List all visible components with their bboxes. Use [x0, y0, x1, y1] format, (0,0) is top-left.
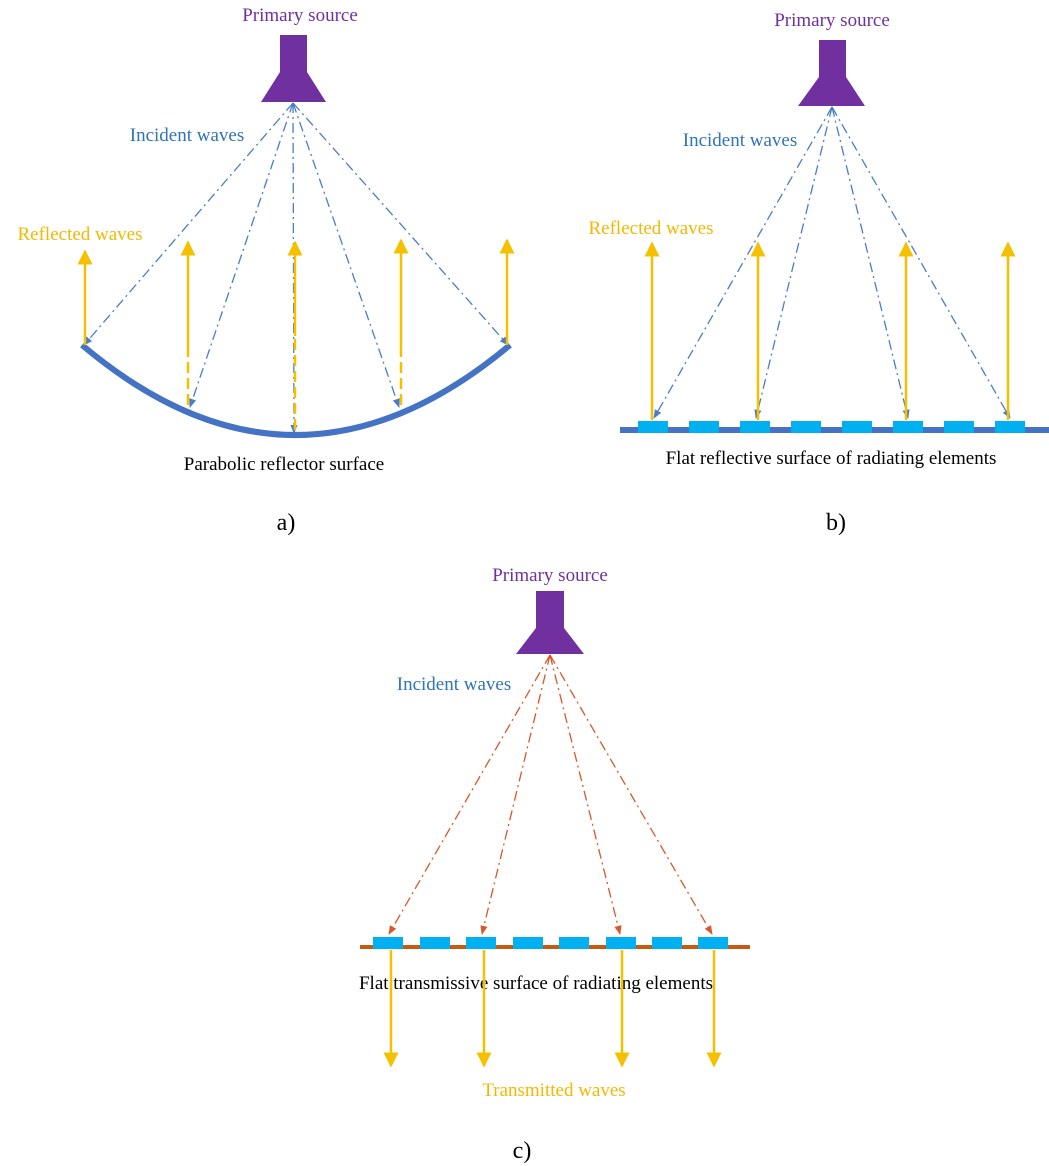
reflected-waves-label-a: Reflected waves [17, 224, 142, 245]
panel-c: Primary source Incident waves Flat trans… [359, 565, 750, 1164]
radiating-element [698, 937, 728, 949]
radiating-element [652, 937, 682, 949]
incident-wave-arrow [549, 654, 622, 935]
incident-wave-arrow [292, 102, 509, 346]
panel-a: Primary source Incident waves Reflected … [17, 5, 515, 536]
reflector-surface-label: Parabolic reflector surface [184, 454, 384, 475]
incident-wave-arrow [292, 102, 400, 408]
reflected-waves-b [644, 241, 1016, 420]
radiating-element [791, 421, 821, 433]
primary-source-label-c: Primary source [492, 565, 608, 586]
caption-a: a) [277, 510, 296, 536]
radiating-element [466, 937, 496, 949]
primary-source-label-b: Primary source [774, 10, 890, 31]
incident-waves-c [388, 654, 713, 935]
radiating-element [689, 421, 719, 433]
incident-wave-arrow [83, 102, 294, 346]
incident-waves-a [83, 102, 509, 434]
caption-c: c) [513, 1138, 532, 1164]
radiating-element [842, 421, 872, 433]
incident-waves-label-c: Incident waves [397, 674, 511, 695]
reflective-surface-label: Flat reflective surface of radiating ele… [666, 448, 997, 469]
radiating-element [559, 937, 589, 949]
reflected-waves-a [77, 238, 515, 430]
incident-wave-arrow [549, 654, 713, 935]
radiating-element [944, 421, 974, 433]
ground-plane-b [620, 427, 1049, 433]
radiating-element [420, 937, 450, 949]
horn-antenna-icon-a [261, 35, 326, 102]
radiating-element [995, 421, 1025, 433]
incident-wave-arrow [831, 106, 1011, 419]
radiating-element [373, 937, 403, 949]
incident-wave-arrow [388, 654, 551, 935]
transmissive-surface-label: Flat transmissive surface of radiating e… [359, 973, 713, 994]
horn-antenna-icon-b [798, 40, 865, 106]
incident-wave-arrow [831, 106, 910, 419]
primary-source-label-a: Primary source [242, 5, 358, 26]
transmissive-line-c [360, 945, 750, 949]
incident-wave-arrow [754, 106, 833, 419]
incident-wave-arrow [480, 654, 551, 935]
panel-b: Primary source Incident waves Reflected … [588, 10, 1049, 536]
radiating-element [606, 937, 636, 949]
parabolic-reflector [80, 342, 512, 438]
radiating-elements-c [373, 937, 728, 949]
horn-antenna-icon-c [516, 591, 584, 654]
radiating-element [740, 421, 770, 433]
radiating-element [893, 421, 923, 433]
caption-b: b) [826, 510, 846, 536]
transmitted-waves-label: Transmitted waves [482, 1080, 625, 1101]
incident-waves-label-a: Incident waves [130, 125, 244, 146]
incident-waves-label-b: Incident waves [683, 130, 797, 151]
incident-wave-arrow [653, 106, 833, 419]
incident-waves-b [653, 106, 1011, 419]
transmitted-waves-c [383, 950, 722, 1068]
radiating-element [513, 937, 543, 949]
radiating-elements-b [638, 421, 1025, 433]
radiating-element [638, 421, 668, 433]
incident-wave-arrow [189, 102, 294, 408]
reflected-waves-label-b: Reflected waves [588, 218, 713, 239]
